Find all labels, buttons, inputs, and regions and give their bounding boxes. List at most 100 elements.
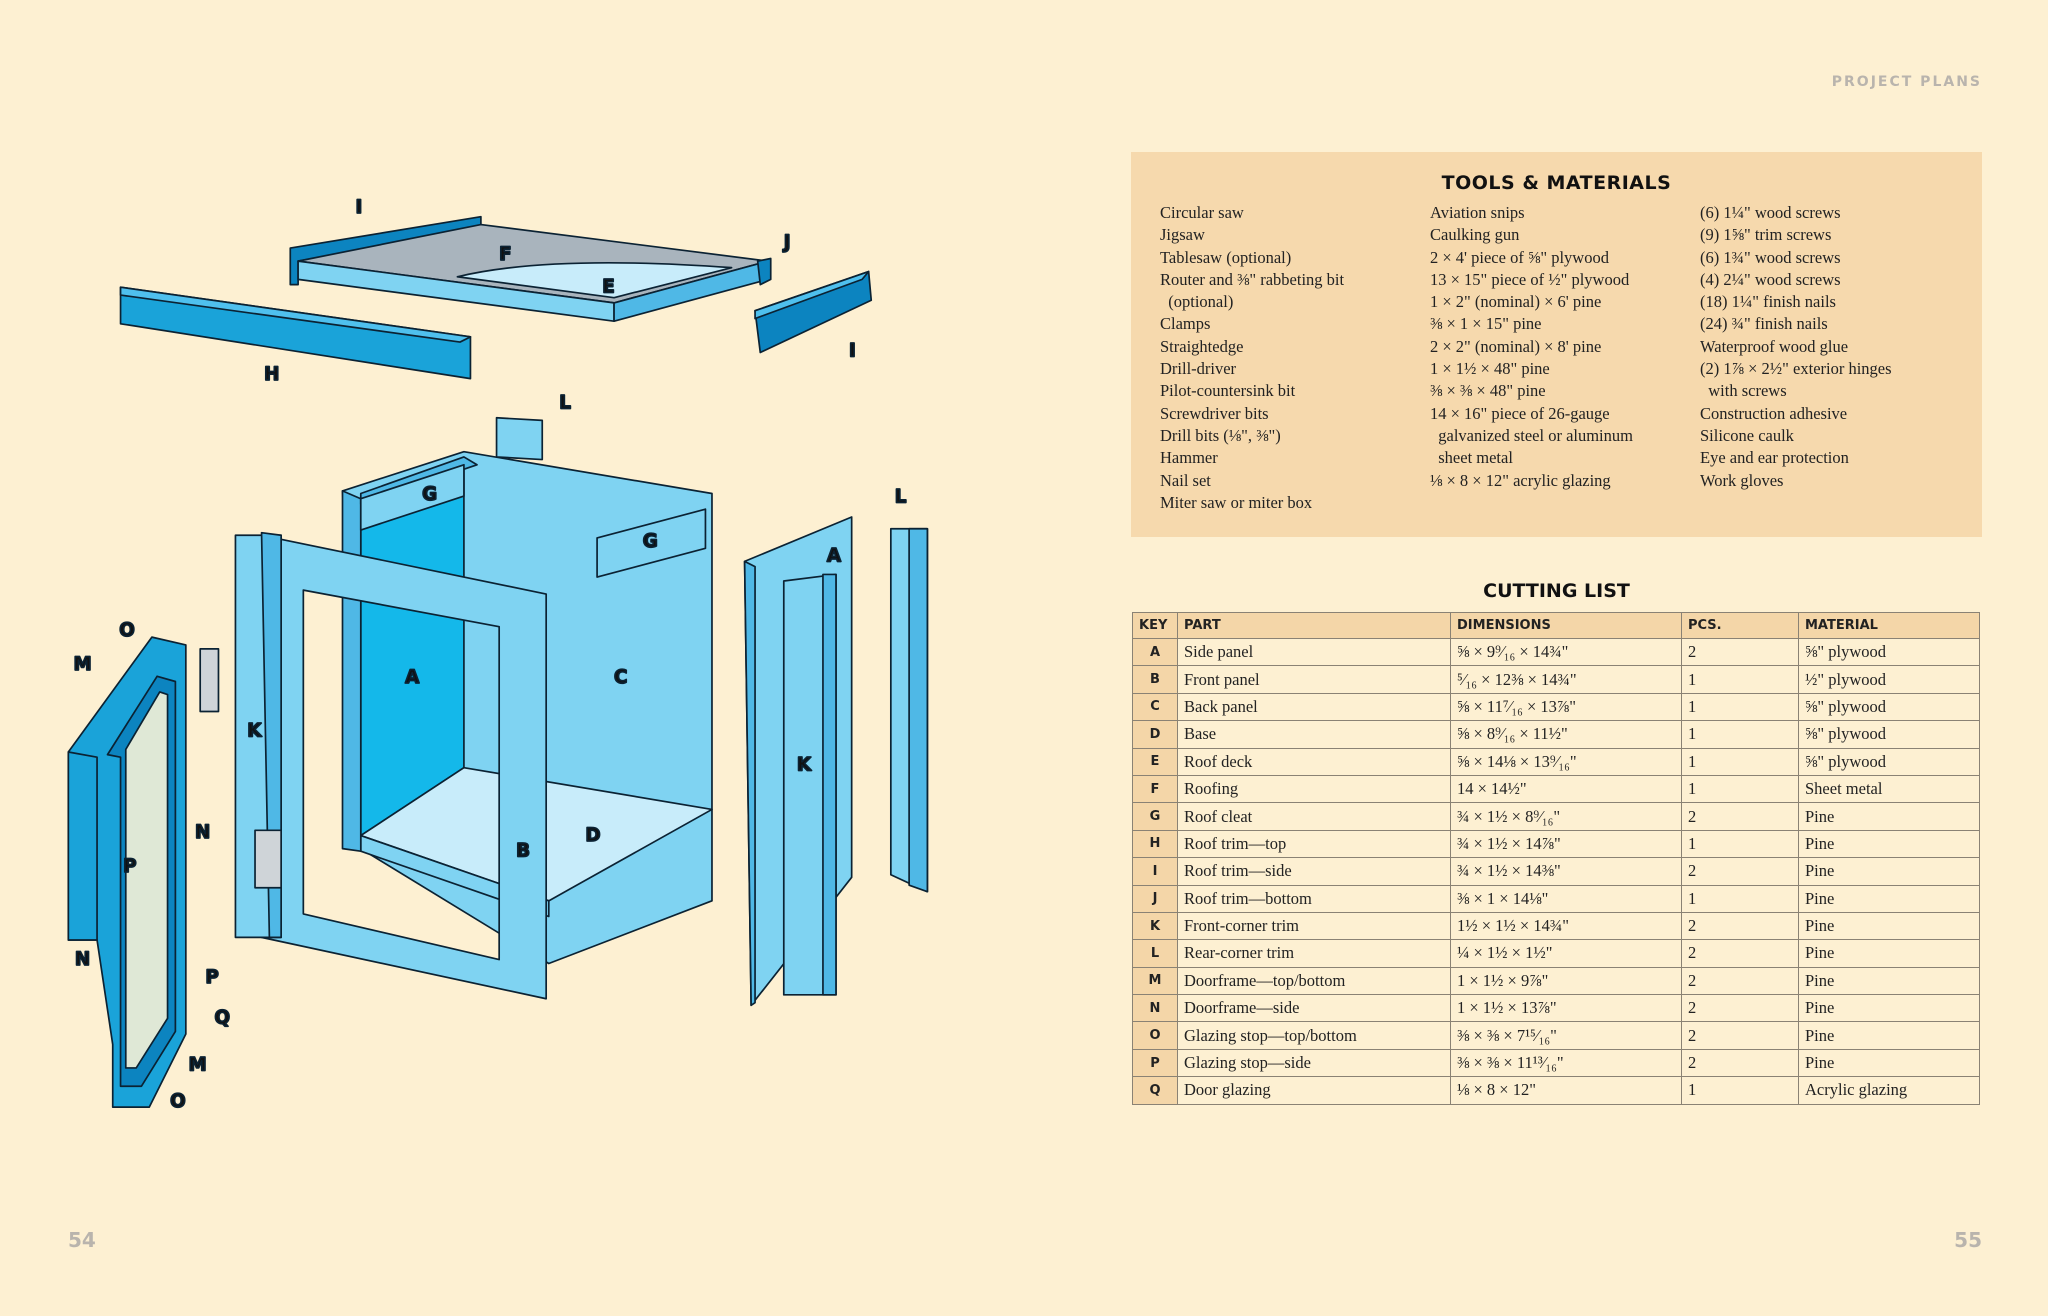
cell-material: ⅝" plywood: [1798, 692, 1980, 722]
cell-part: Front-corner trim: [1177, 911, 1451, 941]
svg-text:I: I: [356, 197, 363, 218]
cell-material: ⅝" plywood: [1798, 637, 1980, 667]
cell-pcs: 2: [1681, 1048, 1799, 1078]
tools-item: (18) 1¼" finish nails: [1700, 292, 1836, 312]
cell-pcs: 1: [1681, 774, 1799, 804]
tools-item: ⅜ × 1 × 15" pine: [1430, 314, 1542, 334]
cell-key: B: [1132, 665, 1178, 694]
cell-part: Side panel: [1177, 637, 1451, 667]
cell-pcs: 1: [1681, 829, 1799, 859]
cell-material: Pine: [1798, 1021, 1980, 1050]
tools-item: Clamps: [1160, 314, 1211, 334]
cell-key: D: [1132, 720, 1178, 749]
tools-title: TOOLS & MATERIALS: [1441, 172, 1672, 194]
cell-key: L: [1132, 939, 1178, 968]
tools-item: Screwdriver bits: [1160, 403, 1269, 423]
tools-item: (2) 1⅞ × 2½" exterior hinges: [1700, 359, 1892, 379]
cell-material: Pine: [1798, 802, 1980, 831]
tools-item: Hammer: [1160, 448, 1218, 468]
tools-item: (6) 1¾" wood screws: [1700, 247, 1841, 267]
cell-key: H: [1132, 829, 1178, 859]
cell-part: Roofing: [1177, 774, 1451, 804]
cell-part: Glazing stop—side: [1177, 1048, 1451, 1078]
tools-item: sheet metal: [1430, 448, 1513, 468]
running-head: PROJECT PLANS: [1831, 74, 1982, 90]
cell-dimensions: ¼ × 1½ × 1½": [1450, 939, 1682, 968]
svg-text:B: B: [516, 840, 530, 861]
cell-dimensions: 14 × 14½": [1450, 774, 1682, 804]
cell-dimensions: ⅜ × ⅜ × 7¹⁵⁄₁₆": [1450, 1021, 1682, 1050]
svg-text:M: M: [74, 654, 92, 675]
cell-material: Pine: [1798, 911, 1980, 941]
cell-dimensions: ⅝ × 9⁹⁄₁₆ × 14¾": [1450, 637, 1682, 667]
cell-pcs: 2: [1681, 911, 1799, 941]
cell-material: Pine: [1798, 994, 1980, 1023]
svg-text:C: C: [614, 667, 627, 688]
cell-key: M: [1132, 966, 1178, 996]
cell-key: Q: [1132, 1076, 1178, 1105]
cell-dimensions: ¾ × 1½ × 14⅜": [1450, 857, 1682, 886]
cell-part: Roof deck: [1177, 747, 1451, 776]
cell-part: Roof trim—bottom: [1177, 884, 1451, 913]
cell-pcs: 1: [1681, 692, 1799, 722]
cell-pcs: 2: [1681, 939, 1799, 968]
tools-item: Straightedge: [1160, 336, 1244, 356]
tools-item: Nail set: [1160, 470, 1211, 490]
tools-item: ⅛ × 8 × 12" acrylic glazing: [1430, 470, 1611, 490]
svg-text:K: K: [247, 720, 262, 741]
cell-key: G: [1132, 802, 1178, 831]
cell-part: Front panel: [1177, 665, 1451, 694]
cell-pcs: 2: [1681, 802, 1799, 831]
tools-item: (9) 1⅝" trim screws: [1700, 225, 1832, 245]
cell-key: K: [1132, 911, 1178, 941]
tools-item: 1 × 2" (nominal) × 6' pine: [1430, 292, 1602, 312]
svg-text:O: O: [170, 1091, 186, 1112]
header-part: PART: [1177, 612, 1451, 639]
cell-part: Rear-corner trim: [1177, 939, 1451, 968]
door-assembly: [67, 636, 187, 1108]
cell-pcs: 1: [1681, 1076, 1799, 1105]
cell-material: Pine: [1798, 939, 1980, 968]
tools-item: with screws: [1700, 381, 1787, 401]
cell-dimensions: ¾ × 1½ × 8⁹⁄₁₆": [1450, 802, 1682, 831]
cell-key: A: [1132, 637, 1178, 667]
svg-text:L: L: [895, 487, 907, 508]
svg-text:D: D: [585, 825, 600, 846]
cell-material: Acrylic glazing: [1798, 1076, 1980, 1105]
tools-item: Jigsaw: [1160, 225, 1205, 245]
cell-pcs: 1: [1681, 720, 1799, 749]
tools-item: Tablesaw (optional): [1160, 247, 1292, 267]
tools-item: 2 × 4' piece of ⅝" plywood: [1430, 247, 1609, 267]
cell-dimensions: ⅜ × ⅜ × 11¹³⁄₁₆": [1450, 1048, 1682, 1078]
cell-material: ⅝" plywood: [1798, 720, 1980, 749]
roof-assembly: [119, 215, 873, 380]
cell-part: Roof trim—side: [1177, 857, 1451, 886]
cell-key: O: [1132, 1021, 1178, 1050]
cell-dimensions: 1 × 1½ × 13⅞": [1450, 994, 1682, 1023]
cell-material: Pine: [1798, 1048, 1980, 1078]
cell-pcs: 1: [1681, 747, 1799, 776]
cell-dimensions: ⅝ × 11⁷⁄₁₆ × 13⅞": [1450, 692, 1682, 722]
cell-part: Doorframe—side: [1177, 994, 1451, 1023]
tools-item: Eye and ear protection: [1700, 448, 1849, 468]
cell-part: Doorframe—top/bottom: [1177, 966, 1451, 996]
tools-item: (optional): [1160, 292, 1234, 312]
cell-key: E: [1132, 747, 1178, 776]
cell-pcs: 1: [1681, 884, 1799, 913]
cell-pcs: 2: [1681, 857, 1799, 886]
tools-item: 13 × 15" piece of ½" plywood: [1430, 269, 1630, 289]
cell-dimensions: ⅛ × 8 × 12": [1450, 1076, 1682, 1105]
cell-material: Pine: [1798, 857, 1980, 886]
cell-key: J: [1132, 884, 1178, 913]
cell-dimensions: 1 × 1½ × 9⅞": [1450, 966, 1682, 996]
cell-pcs: 2: [1681, 1021, 1799, 1050]
svg-text:F: F: [499, 244, 511, 265]
cell-part: Roof trim—top: [1177, 829, 1451, 859]
